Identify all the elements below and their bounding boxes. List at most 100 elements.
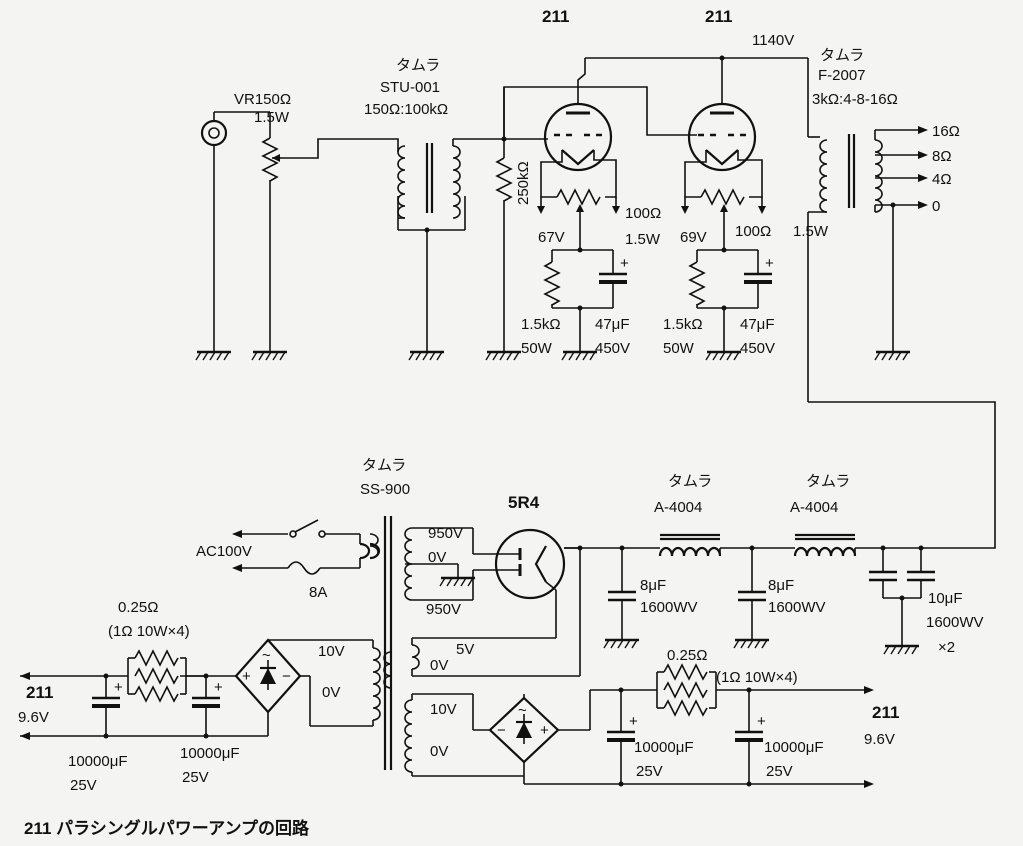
input-jack[interactable] bbox=[200, 119, 228, 147]
cap-1-volt: 1600WV bbox=[640, 599, 698, 616]
filter-cap-1 bbox=[606, 590, 638, 602]
ground-symbol bbox=[882, 644, 921, 656]
input-trans-model: STU-001 bbox=[380, 79, 440, 96]
volume-pot bbox=[262, 137, 278, 182]
choke-1-model: A-4004 bbox=[654, 499, 702, 516]
bias-1-c-value: 47μF bbox=[595, 316, 630, 333]
heater-2-cap-2-value: 10000μF bbox=[764, 739, 824, 756]
bridge-2-tilde: ~ bbox=[518, 702, 527, 719]
bias-1-r-power: 50W bbox=[521, 340, 553, 357]
heater-1-r-spec: (1Ω 10W×4) bbox=[108, 623, 190, 640]
vr-value-label: VR150Ω bbox=[234, 91, 291, 108]
ground-symbol bbox=[873, 350, 912, 362]
bias-1-c-volt: 450V bbox=[595, 340, 630, 357]
fuse bbox=[287, 561, 321, 575]
hum-pot-1-power: 1.5W bbox=[625, 231, 661, 248]
hum-pot-2-value: 100Ω bbox=[735, 223, 771, 240]
power-switch[interactable] bbox=[289, 519, 326, 538]
hum-pot-1-value: 100Ω bbox=[625, 205, 661, 222]
heater-1-cap-1-value: 10000μF bbox=[68, 753, 128, 770]
hum-pot-2-power: 1.5W bbox=[793, 223, 829, 240]
b-plus-label: 1140V bbox=[752, 32, 794, 49]
tap-16-label: 16Ω bbox=[932, 123, 960, 140]
ground-symbol bbox=[704, 350, 743, 362]
bias-resistor-1 bbox=[544, 261, 560, 306]
bias-2-c-value: 47μF bbox=[740, 316, 775, 333]
output-trans-model: F-2007 bbox=[818, 67, 866, 84]
vr-power-label: 1.5W bbox=[254, 109, 290, 126]
bias-cap-1-plus: + bbox=[620, 255, 629, 272]
tap-0-label: 0 bbox=[932, 198, 940, 215]
fuse-label: 8A bbox=[309, 584, 327, 601]
hv-950-top-label: 950V bbox=[428, 525, 463, 542]
heater-2-cap-1-plus: + bbox=[629, 713, 638, 730]
tube-v1-label: 211 bbox=[542, 7, 569, 26]
ground-symbol bbox=[194, 350, 233, 362]
heater-1-cap-2 bbox=[190, 696, 222, 710]
heater-2-cap-1 bbox=[605, 730, 637, 744]
heater-1-cap-2-volt: 25V bbox=[182, 769, 209, 786]
tube-5r4 bbox=[494, 528, 566, 600]
h2-0v-label: 0V bbox=[430, 743, 448, 760]
bias-cap-1 bbox=[597, 272, 629, 286]
input-trans-maker: タムラ bbox=[396, 57, 440, 74]
output-trans-maker: タムラ bbox=[820, 47, 864, 64]
heater-2-r-value: 0.25Ω bbox=[667, 647, 707, 664]
cap-3-volt: 1600WV bbox=[926, 614, 984, 631]
cap-2-value: 8μF bbox=[768, 577, 794, 594]
heater-2-winding bbox=[404, 699, 413, 773]
ground-symbol bbox=[732, 638, 771, 650]
output-trans-primary bbox=[819, 139, 828, 213]
input-trans-ratio: 150Ω:100kΩ bbox=[364, 101, 448, 118]
bridge-1-minus: − bbox=[282, 668, 291, 685]
bridge-rectifier-2: ~ − + bbox=[488, 696, 560, 764]
bridge-2-plus: + bbox=[540, 722, 549, 739]
power-trans-model: SS-900 bbox=[360, 481, 410, 498]
choke-2 bbox=[793, 546, 857, 558]
heater-1-winding bbox=[372, 647, 381, 721]
bias-cap-2 bbox=[742, 272, 774, 286]
choke-2-maker: タムラ bbox=[806, 473, 850, 490]
cap-3-qty: ×2 bbox=[938, 639, 955, 656]
heater-2-resistor-b bbox=[663, 682, 708, 698]
h2-10v-label: 10V bbox=[430, 701, 457, 718]
bridge-1-plus: + bbox=[242, 668, 251, 685]
heater-2-cap-1-value: 10000μF bbox=[634, 739, 694, 756]
output-trans-secondary bbox=[874, 139, 883, 213]
figure-caption: 211 パラシングルパワーアンプの回路 bbox=[24, 818, 310, 838]
heater-2-tube: 211 bbox=[872, 703, 899, 722]
heater-1-volt: 9.6V bbox=[18, 709, 49, 726]
mains-voltage-label: AC100V bbox=[196, 543, 252, 560]
bias-resistor-2 bbox=[689, 261, 705, 306]
wiper-arrow bbox=[272, 154, 280, 162]
ground-symbol bbox=[407, 350, 446, 362]
heater-1-r-value: 0.25Ω bbox=[118, 599, 158, 616]
tap-4-label: 4Ω bbox=[932, 171, 952, 188]
bias-2-c-volt: 450V bbox=[740, 340, 775, 357]
cap-2-volt: 1600WV bbox=[768, 599, 826, 616]
tap-8-label: 8Ω bbox=[932, 148, 952, 165]
filter-cap-3a bbox=[867, 570, 899, 582]
heater-1-tube: 211 bbox=[26, 683, 53, 702]
bias-1-r-value: 1.5kΩ bbox=[521, 316, 561, 333]
bias-cap-2-plus: + bbox=[765, 255, 774, 272]
heater-2-resistor-a bbox=[663, 664, 708, 680]
heater-1-cap-2-plus: + bbox=[214, 679, 223, 696]
tube-v2-label: 211 bbox=[705, 7, 732, 26]
bias-2-volt: 69V bbox=[680, 229, 707, 246]
hv-0v-label: 0V bbox=[428, 549, 446, 566]
h1-0v-label: 0V bbox=[322, 684, 340, 701]
fil5-0v-label: 0V bbox=[430, 657, 448, 674]
hum-pot-2 bbox=[700, 189, 745, 205]
ground-symbol bbox=[250, 350, 289, 362]
ground-symbol bbox=[602, 638, 641, 650]
grid-resistor-label: 250kΩ bbox=[515, 161, 532, 205]
bias-2-r-value: 1.5kΩ bbox=[663, 316, 703, 333]
heater-1-cap-2-value: 10000μF bbox=[180, 745, 240, 762]
input-trans-secondary bbox=[452, 145, 461, 219]
power-trans-5v-winding bbox=[411, 644, 420, 670]
bias-2-r-power: 50W bbox=[663, 340, 695, 357]
heater-2-volt: 9.6V bbox=[864, 731, 895, 748]
heater-1-cap-1-volt: 25V bbox=[70, 777, 97, 794]
heater-2-r-spec: (1Ω 10W×4) bbox=[716, 669, 798, 686]
